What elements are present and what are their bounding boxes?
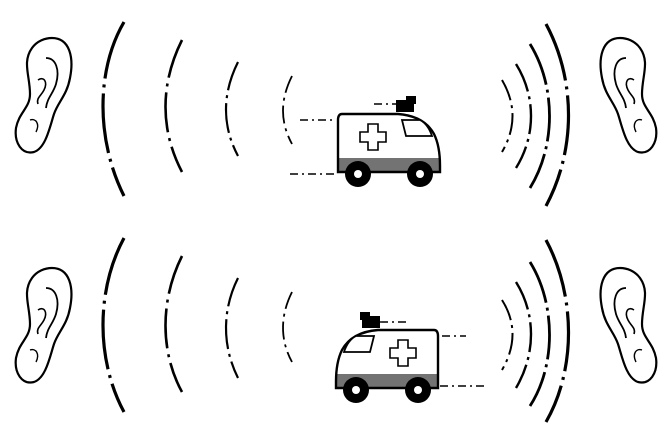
right-wavefronts: [502, 240, 569, 422]
bottom-panel: [16, 238, 657, 422]
ambulance-icon: [338, 96, 440, 187]
left-wavefronts: [103, 22, 292, 196]
left-ear-icon: [16, 268, 72, 382]
top-panel: [16, 22, 657, 206]
right-ear-icon: [601, 268, 657, 382]
left-ear-icon: [16, 38, 72, 152]
left-wavefronts: [103, 238, 292, 412]
right-wavefronts: [502, 24, 569, 206]
ambulance-icon: [336, 312, 438, 403]
right-ear-icon: [601, 38, 657, 152]
